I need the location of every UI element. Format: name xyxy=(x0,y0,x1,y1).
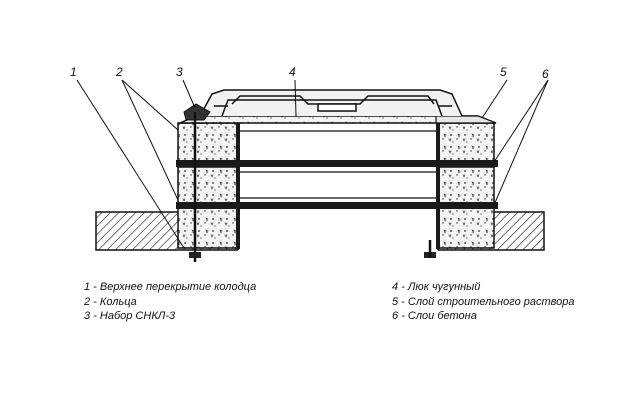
legend-right: 4 - Люк чугунный 5 - Слой строительного … xyxy=(392,280,575,324)
callout-4: 4 xyxy=(289,65,296,79)
callout-2: 2 xyxy=(115,65,123,79)
leader-lines xyxy=(76,79,549,249)
legend-item-2: 2 - Кольца xyxy=(84,295,137,308)
callout-5: 5 xyxy=(500,65,507,79)
legend-item-3: 3 - Набор СНКЛ-3 xyxy=(84,310,176,322)
callout-3: 3 xyxy=(176,65,183,79)
bolt-icon xyxy=(183,103,436,262)
legend-item-5: 5 - Слой строительного раствора xyxy=(392,295,575,308)
shaft-lines xyxy=(240,130,436,199)
legend-item-1: 1 - Верхнее перекрытие колодца xyxy=(84,281,257,293)
callout-1: 1 xyxy=(70,65,77,79)
left-rings xyxy=(177,122,239,249)
legend-left: 1 - Верхнее перекрытие колодца 2 - Кольц… xyxy=(84,280,256,324)
mortar-layers xyxy=(176,123,498,249)
legend-item-4: 4 - Люк чугунный xyxy=(392,281,481,293)
callout-6: 6 xyxy=(542,67,549,81)
right-rings xyxy=(437,122,495,249)
legend-item-6: 6 - Слои бетона xyxy=(392,310,477,322)
manhole-cover-icon xyxy=(199,89,463,117)
cover-base xyxy=(179,115,497,124)
